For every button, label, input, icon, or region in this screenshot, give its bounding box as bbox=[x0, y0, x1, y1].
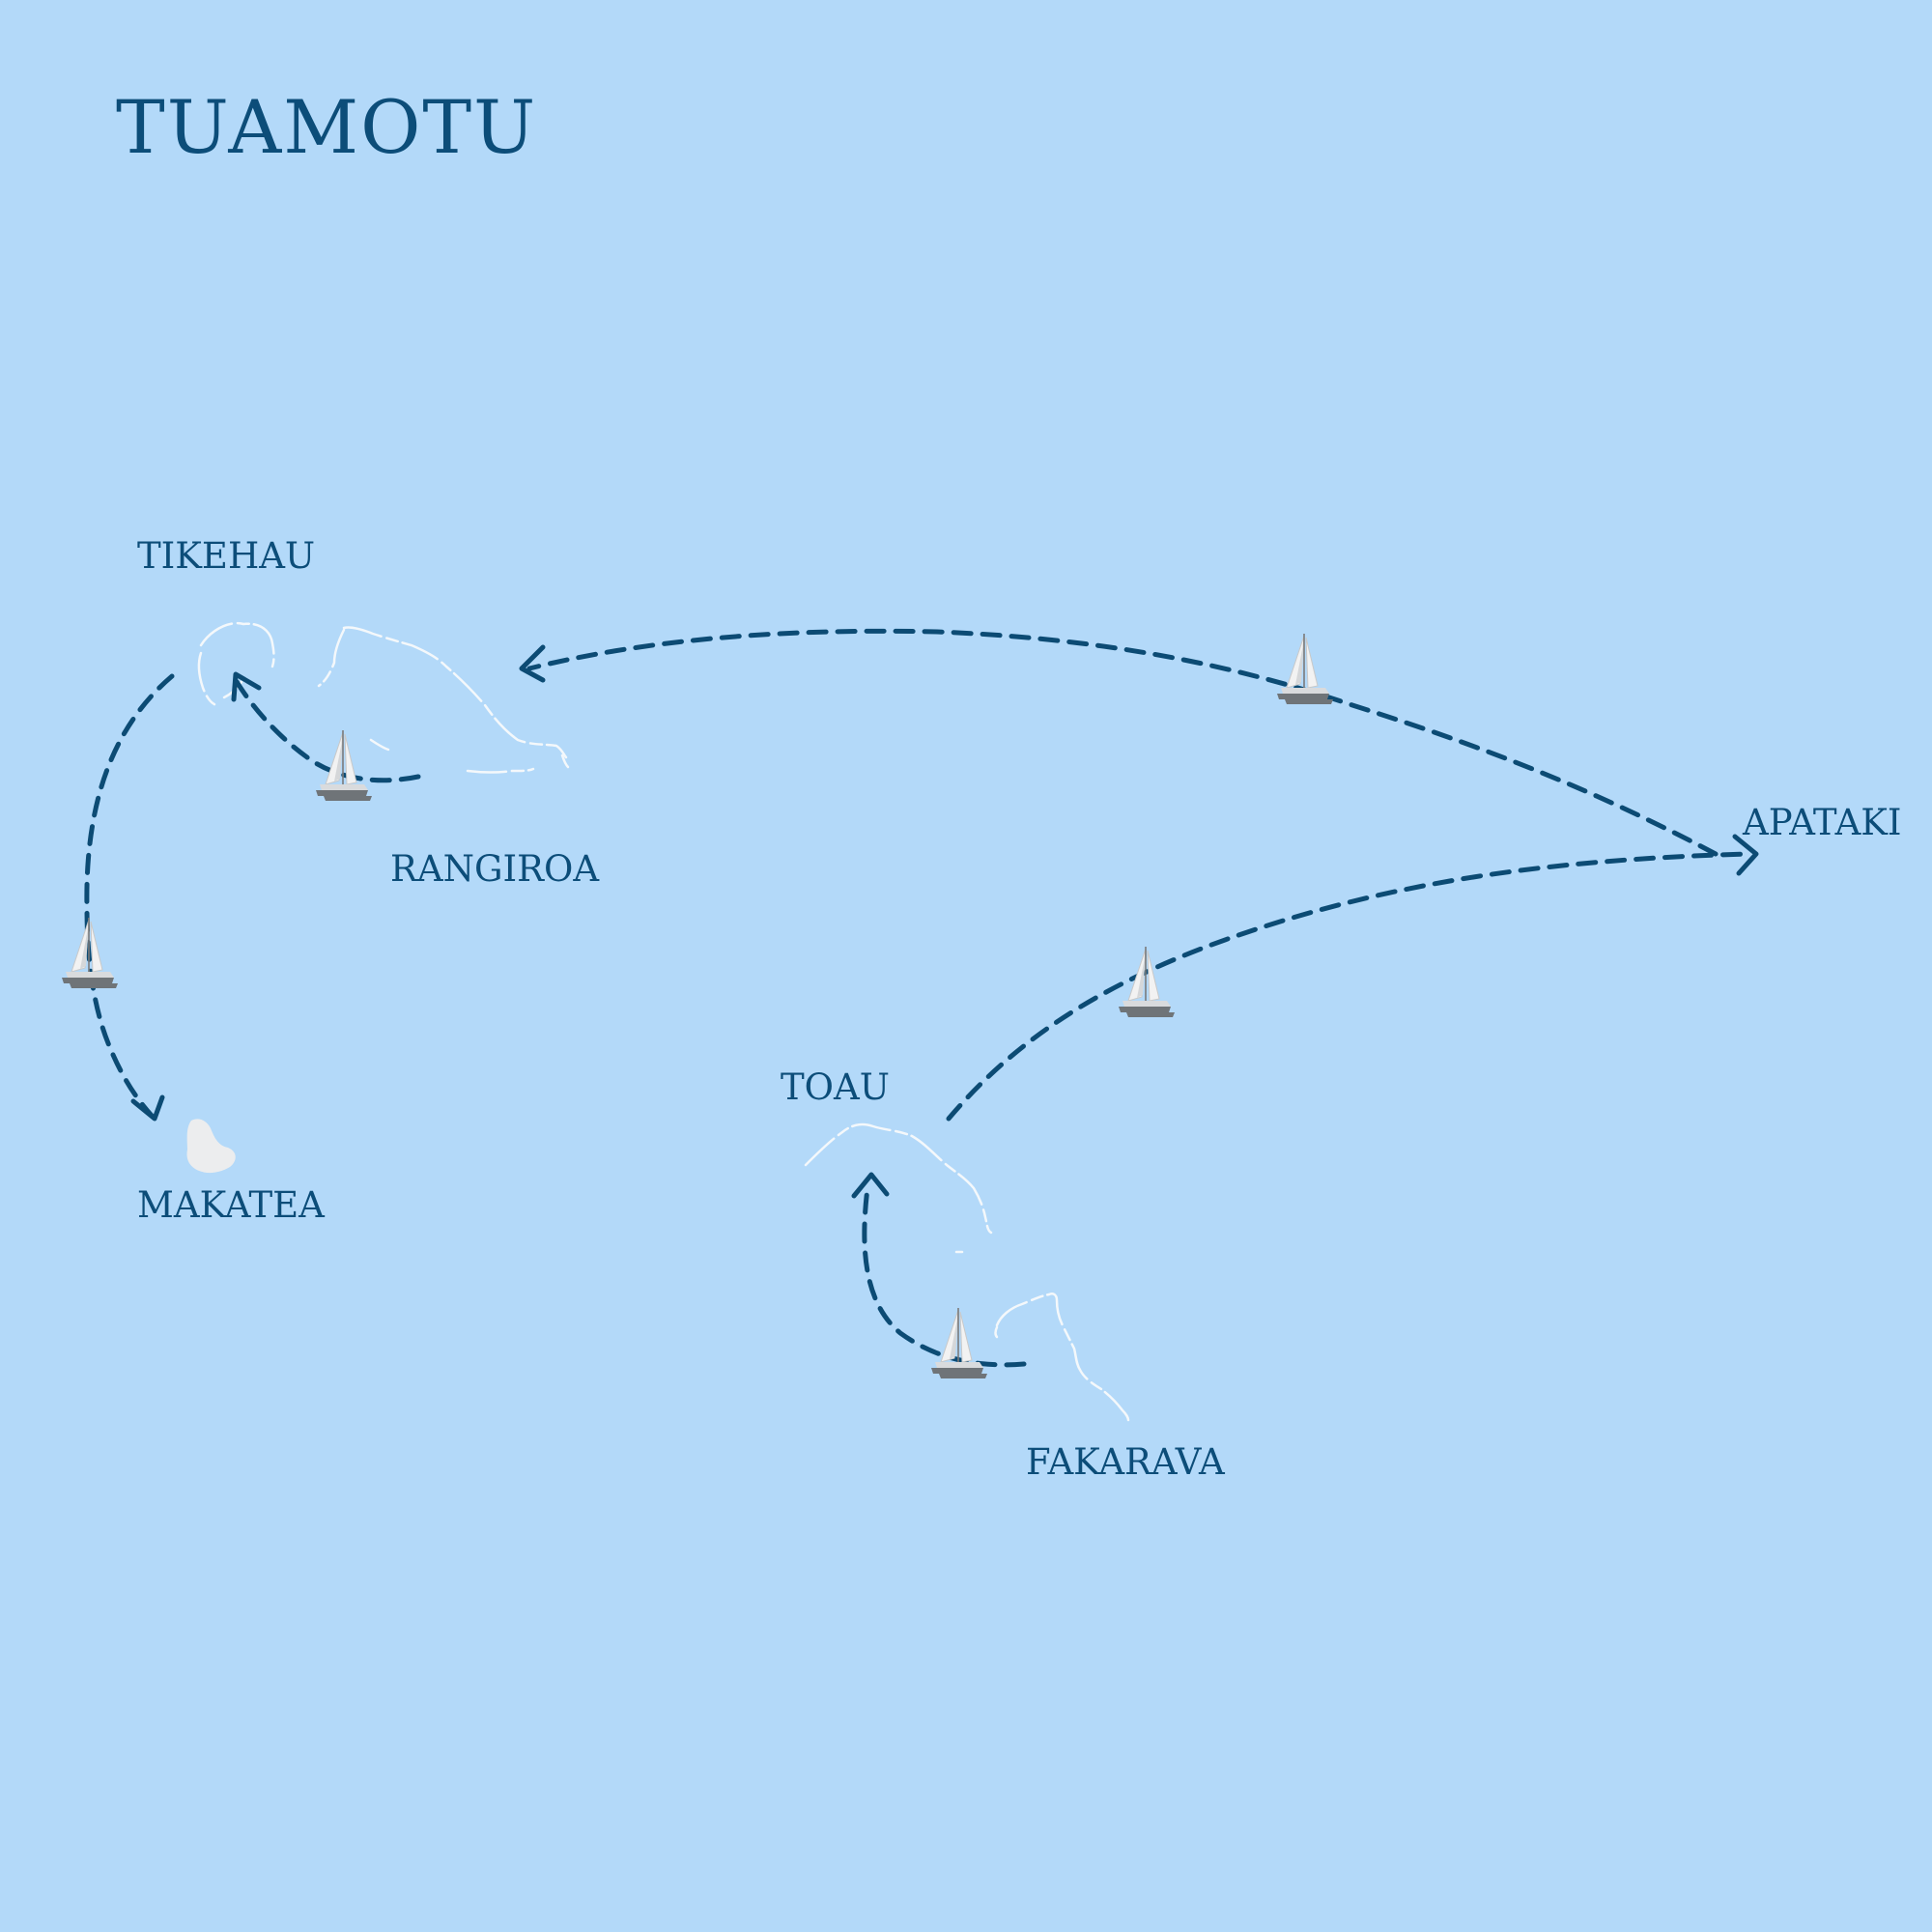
label-rangiroa: RANGIROA bbox=[390, 848, 600, 890]
route-apataki-to-rangiroa bbox=[519, 628, 1719, 857]
label-toau: TOAU bbox=[781, 1066, 890, 1108]
fakarava-atoll bbox=[994, 1293, 1130, 1422]
label-makatea: MAKATEA bbox=[137, 1184, 326, 1226]
label-apataki: APATAKI bbox=[1742, 802, 1902, 843]
map-title: TUAMOTU bbox=[116, 84, 537, 170]
label-fakarava: FAKARAVA bbox=[1026, 1441, 1226, 1483]
route-rangiroa-to-tikehau bbox=[231, 671, 421, 783]
route-toau-to-apataki bbox=[946, 834, 1759, 1122]
label-tikehau: TIKEHAU bbox=[137, 535, 315, 577]
makatea-island bbox=[186, 1119, 236, 1174]
rangiroa-atoll bbox=[317, 626, 570, 774]
route-tikehau-to-makatea bbox=[84, 673, 175, 1122]
toau-atoll bbox=[804, 1122, 993, 1254]
